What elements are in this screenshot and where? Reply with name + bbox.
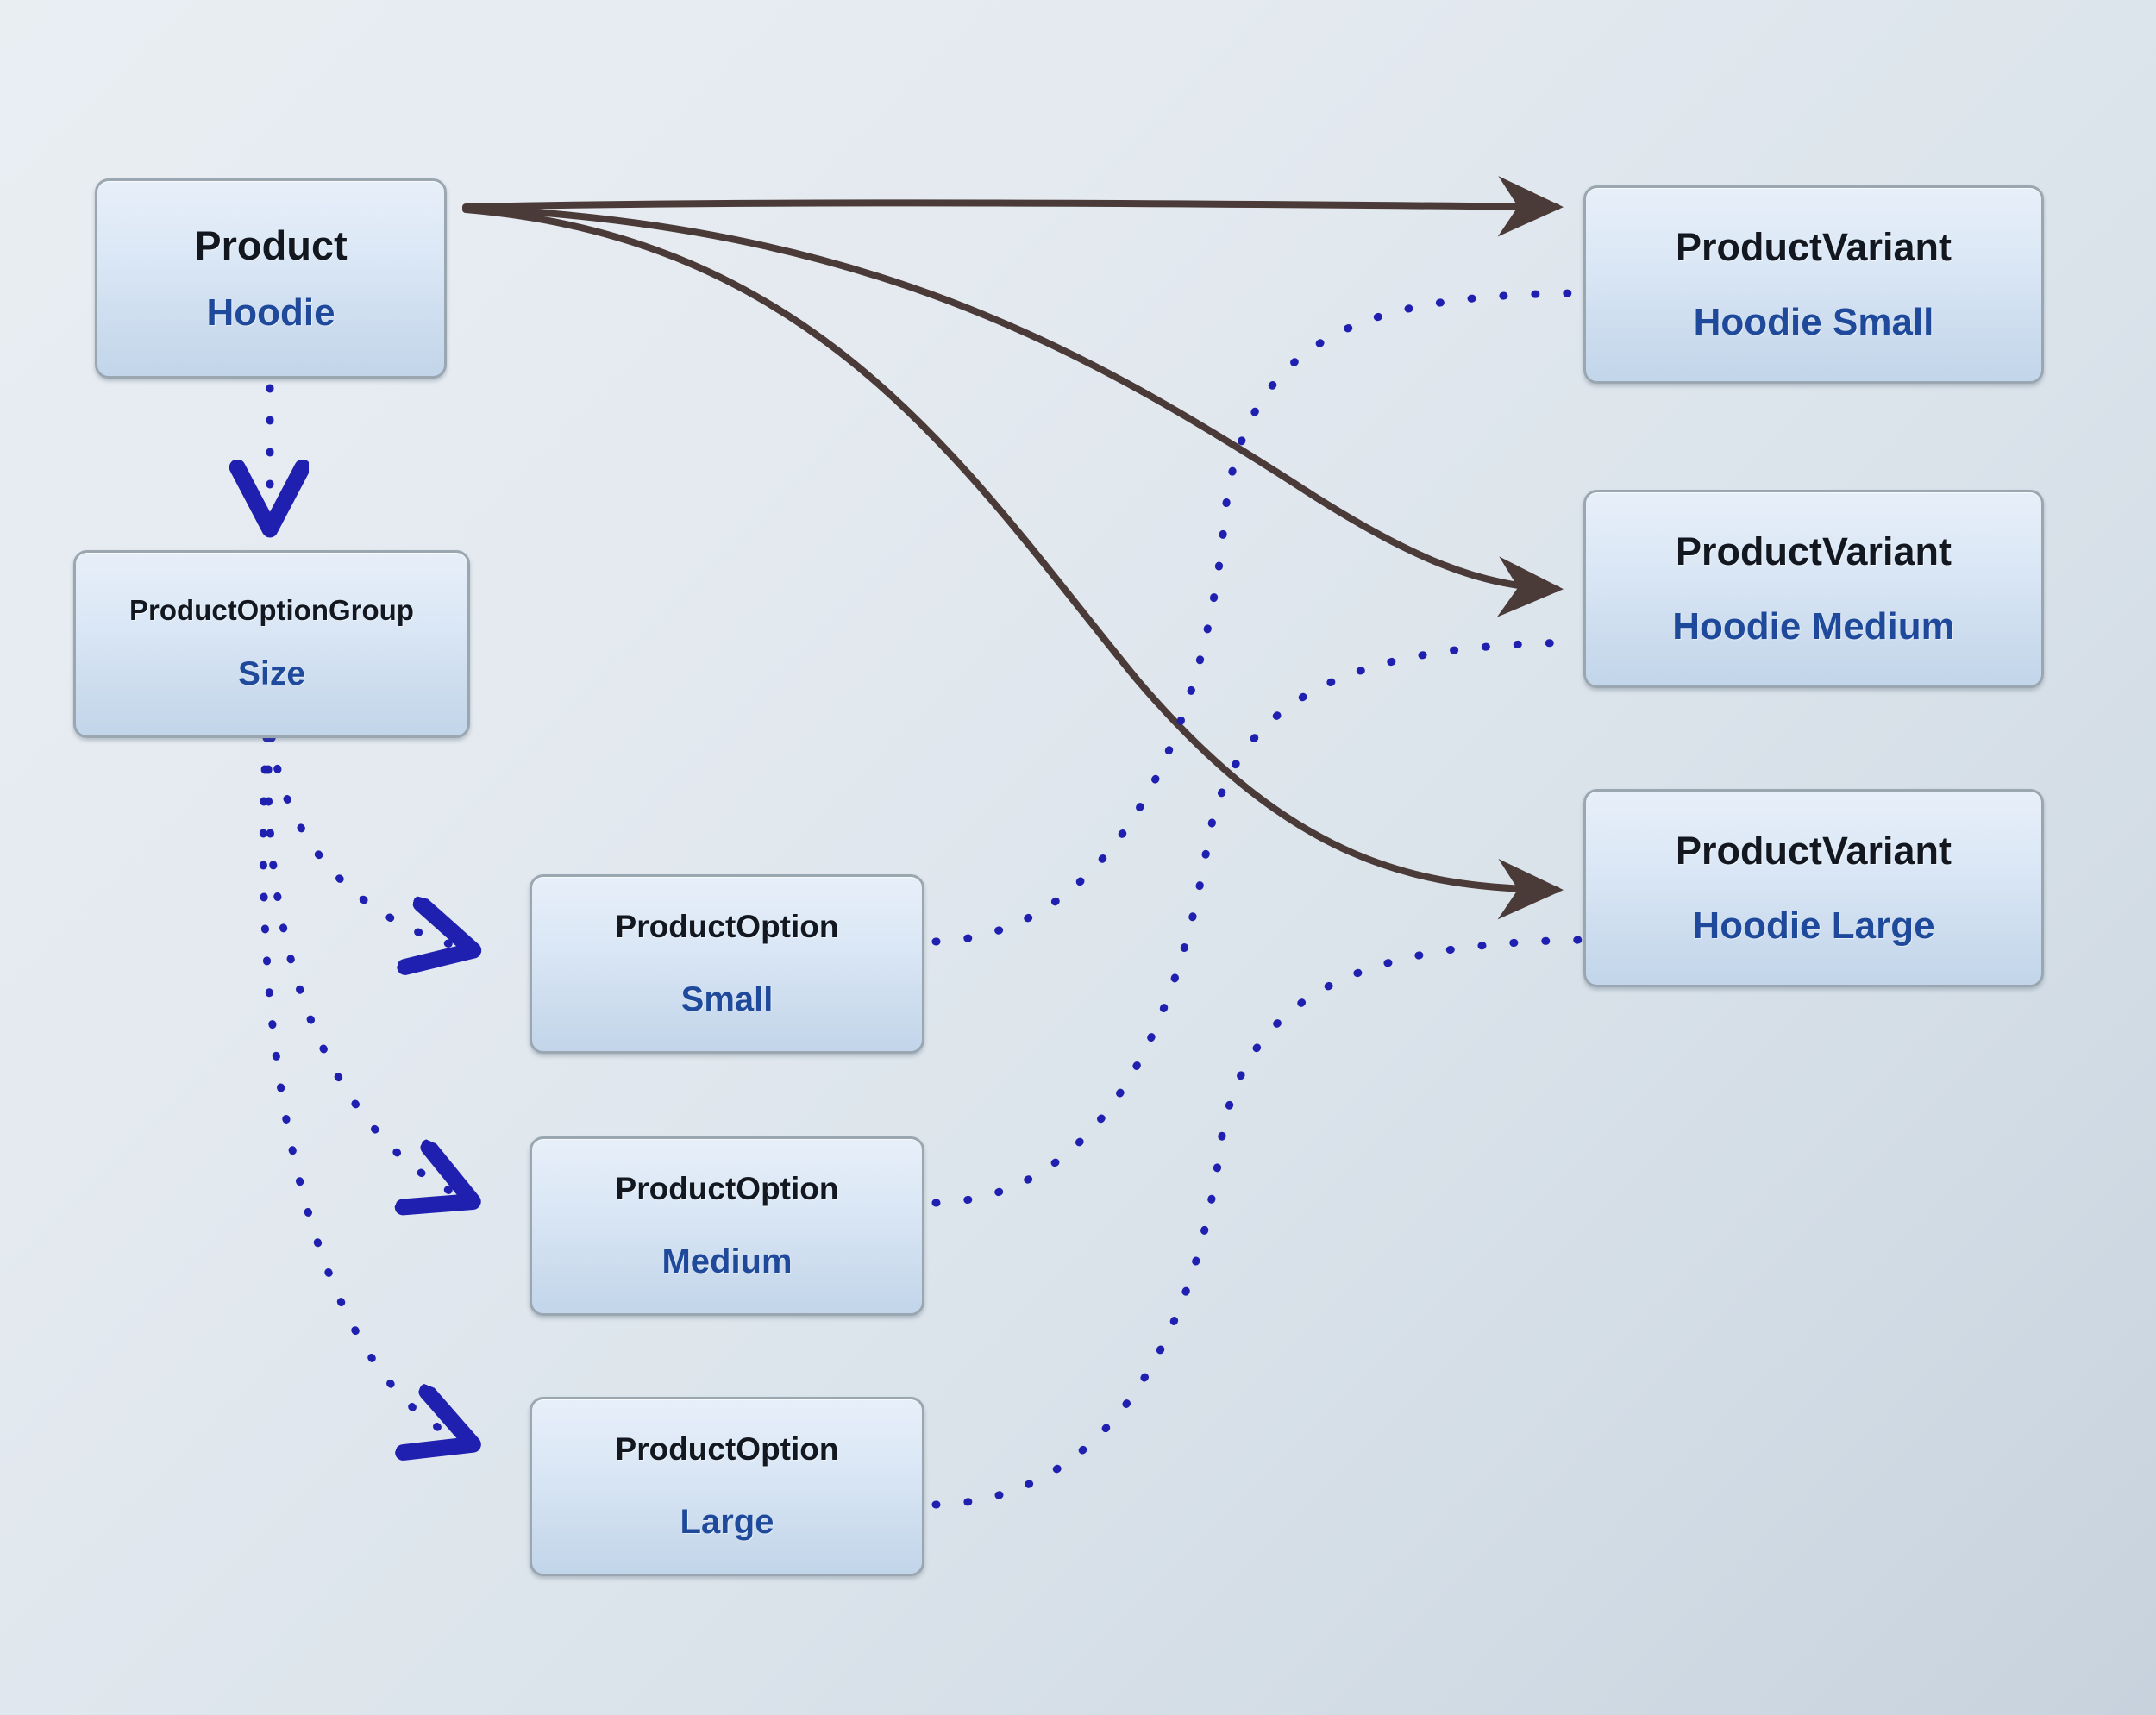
edge-product-to-variant-large [462,206,1564,920]
node-product-variant-large[interactable]: ProductVariant Hoodie Large [1583,789,2044,987]
node-product-option-group[interactable]: ProductOptionGroup Size [73,550,470,738]
node-product[interactable]: Product Hoodie [95,178,447,379]
edge-product-to-variant-medium [462,204,1564,617]
node-product-variant-large-title: ProductVariant [1675,829,1952,873]
node-product-variant-small-title: ProductVariant [1675,225,1952,270]
node-product-variant-medium-title: ProductVariant [1675,529,1952,574]
node-product-option-small-title: ProductOption [615,908,839,944]
edge-group-to-option-large [259,733,466,1442]
node-product-option-group-subtitle: Size [237,654,306,692]
node-product-option-small[interactable]: ProductOption Small [530,874,924,1054]
node-product-option-medium-title: ProductOption [615,1170,839,1206]
node-product-option-medium[interactable]: ProductOption Medium [530,1136,924,1316]
edge-group-to-option-medium [264,733,466,1199]
node-product-option-large[interactable]: ProductOption Large [530,1397,924,1576]
node-product-variant-small[interactable]: ProductVariant Hoodie Small [1583,185,2044,384]
edge-product-to-variant-small [462,176,1564,237]
node-product-variant-large-subtitle: Hoodie Large [1692,904,1935,947]
node-product-subtitle: Hoodie [206,291,335,334]
edge-option-medium-to-variant-medium [931,638,1584,1207]
node-product-option-small-subtitle: Small [680,980,774,1019]
node-product-variant-medium-subtitle: Hoodie Medium [1672,604,1955,648]
edge-option-small-to-variant-small [931,289,1584,946]
node-product-option-large-subtitle: Large [680,1503,774,1542]
edge-group-to-option-small [267,733,466,948]
node-product-option-medium-subtitle: Medium [661,1242,793,1281]
node-product-title: Product [194,222,348,268]
node-product-option-group-title: ProductOptionGroup [129,594,414,627]
edge-option-large-to-variant-large [931,936,1584,1509]
node-product-variant-small-subtitle: Hoodie Small [1693,300,1934,343]
node-product-option-large-title: ProductOption [615,1430,839,1467]
node-product-variant-medium[interactable]: ProductVariant Hoodie Medium [1583,490,2044,688]
